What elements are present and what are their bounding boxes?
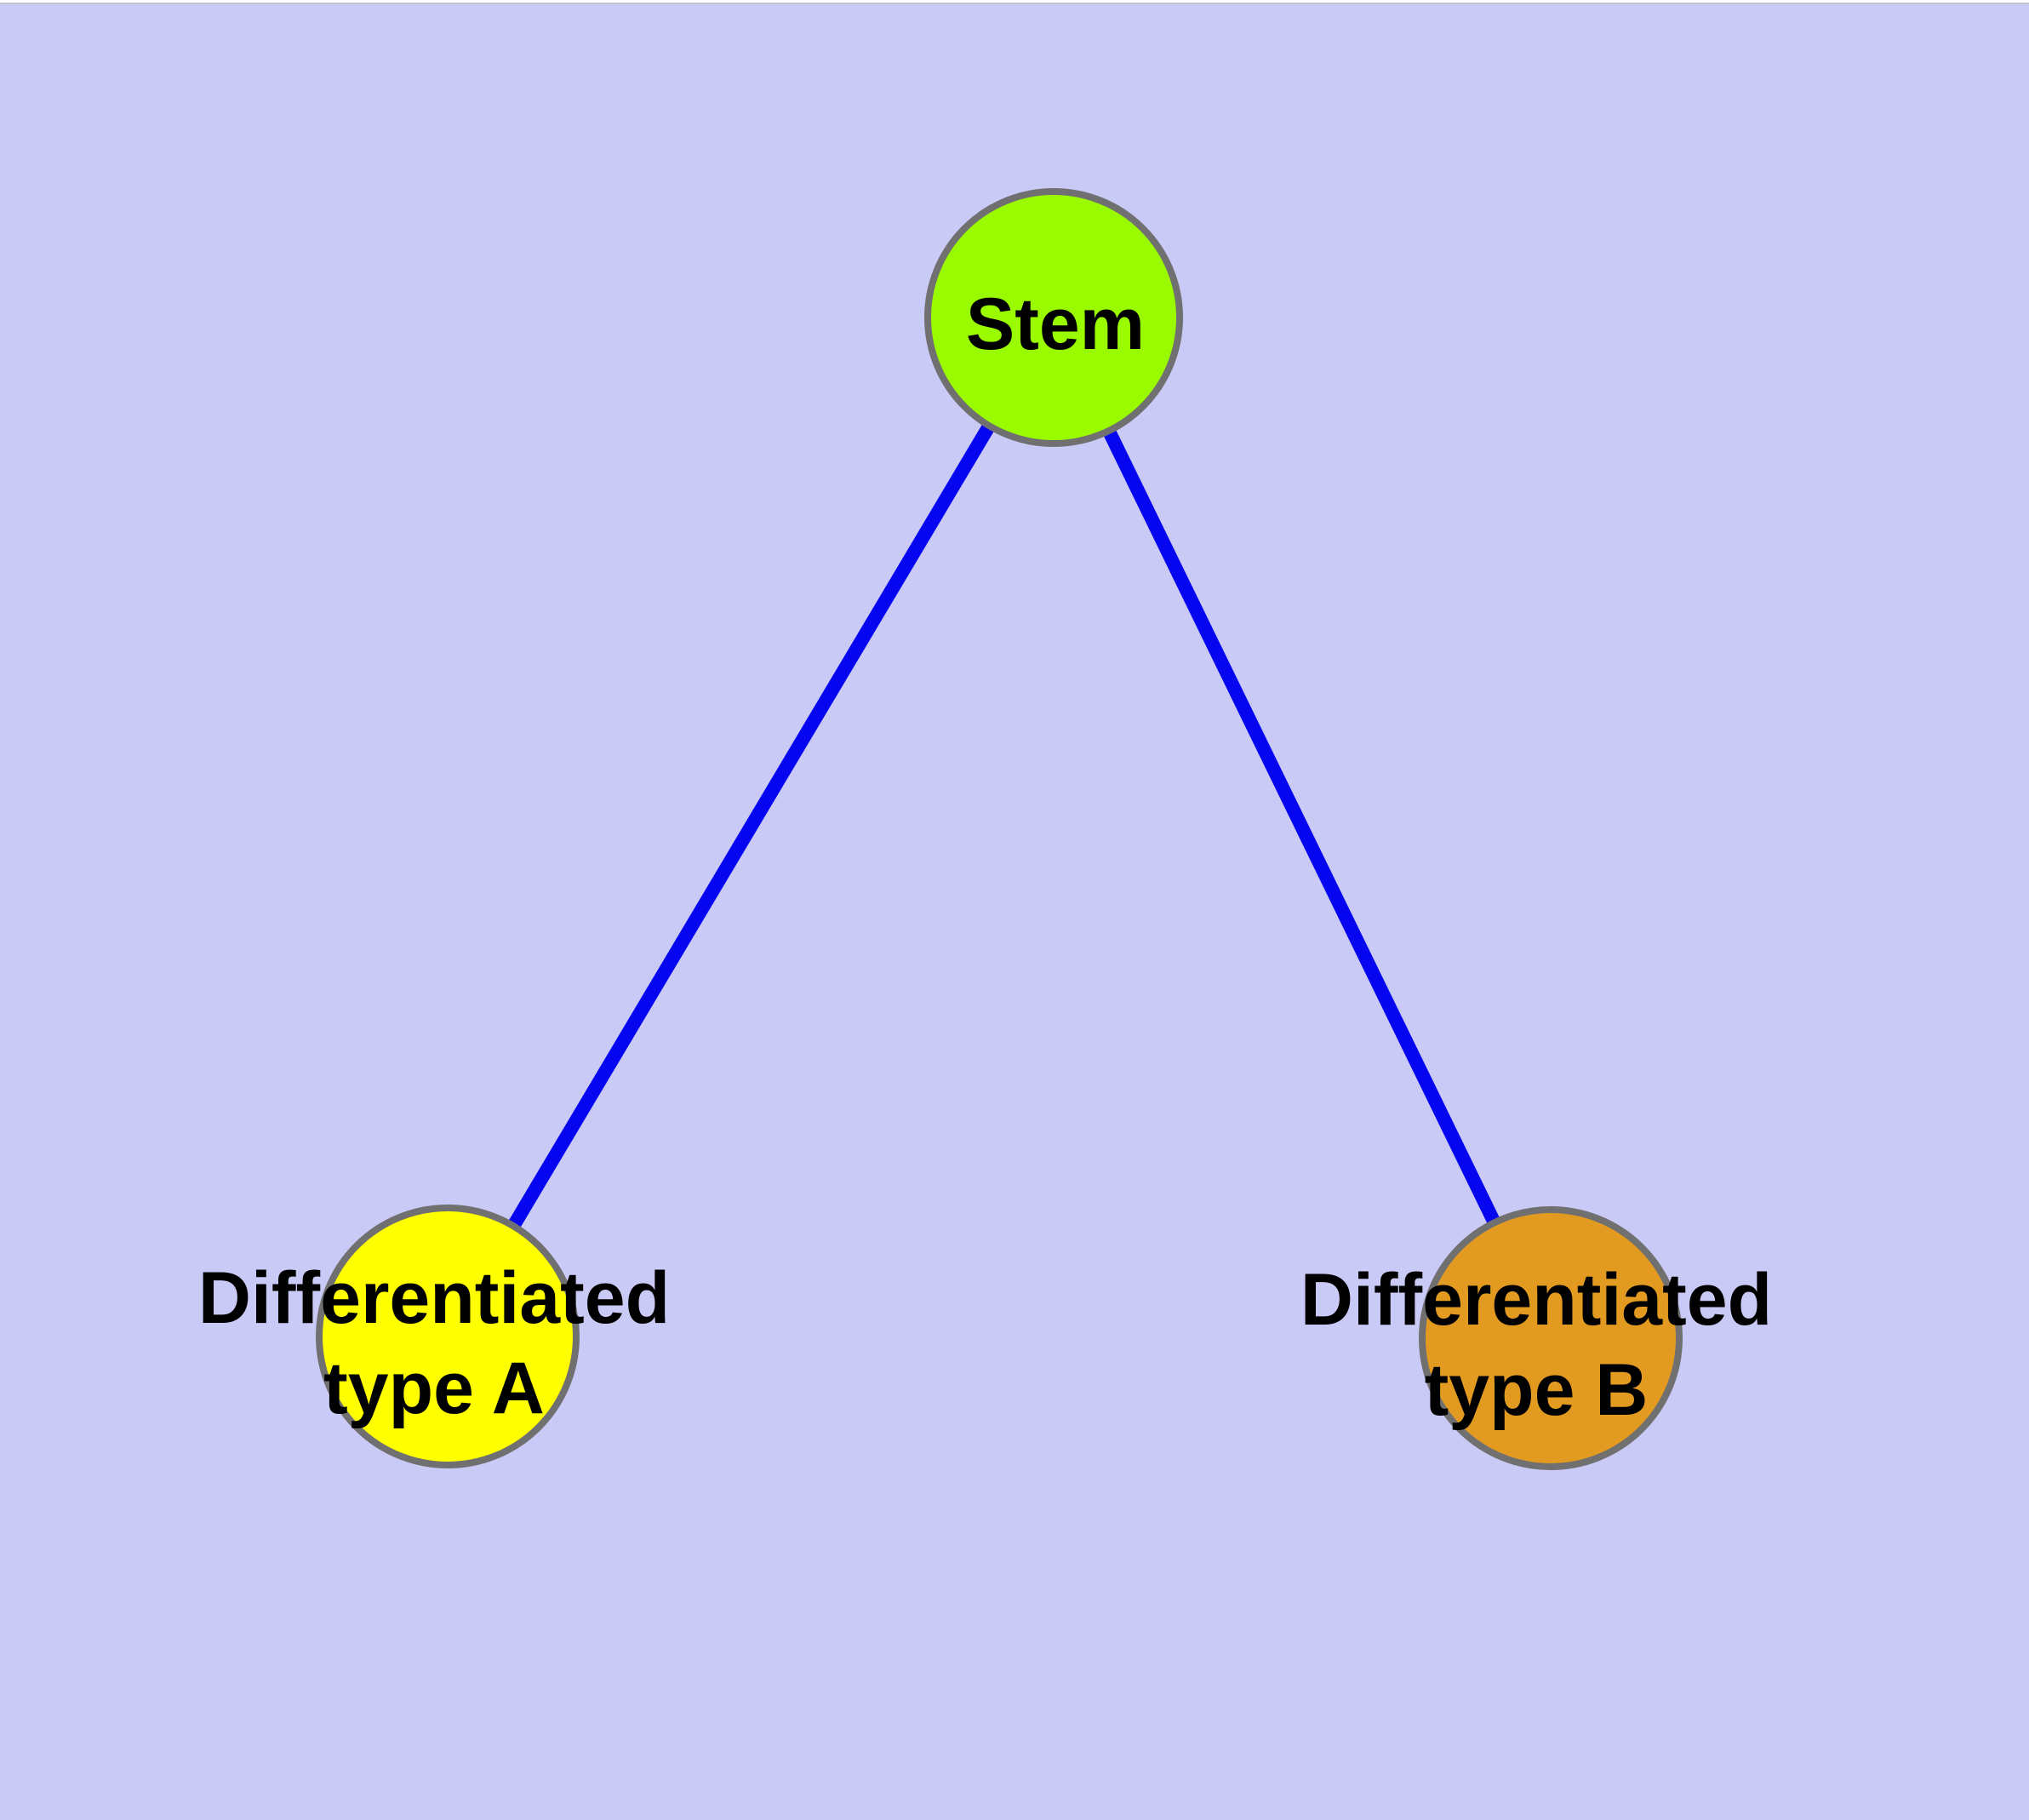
edge-stem-to-type-a xyxy=(442,313,1060,1341)
edge-stem-to-type-b xyxy=(1047,314,1557,1342)
node-type-a-label-line1: Differentiated xyxy=(198,1257,670,1339)
node-differentiated-type-a xyxy=(316,1205,580,1468)
node-differentiated-type-b xyxy=(1419,1206,1683,1470)
node-type-b-label-line1: Differentiated xyxy=(1300,1259,1772,1341)
node-stem xyxy=(924,188,1183,447)
node-type-a-label-line2: type A xyxy=(323,1348,545,1429)
node-stem-label: Stem xyxy=(966,283,1145,365)
node-type-b-label-line2: type B xyxy=(1425,1349,1649,1431)
window-top-edge xyxy=(0,0,2029,4)
